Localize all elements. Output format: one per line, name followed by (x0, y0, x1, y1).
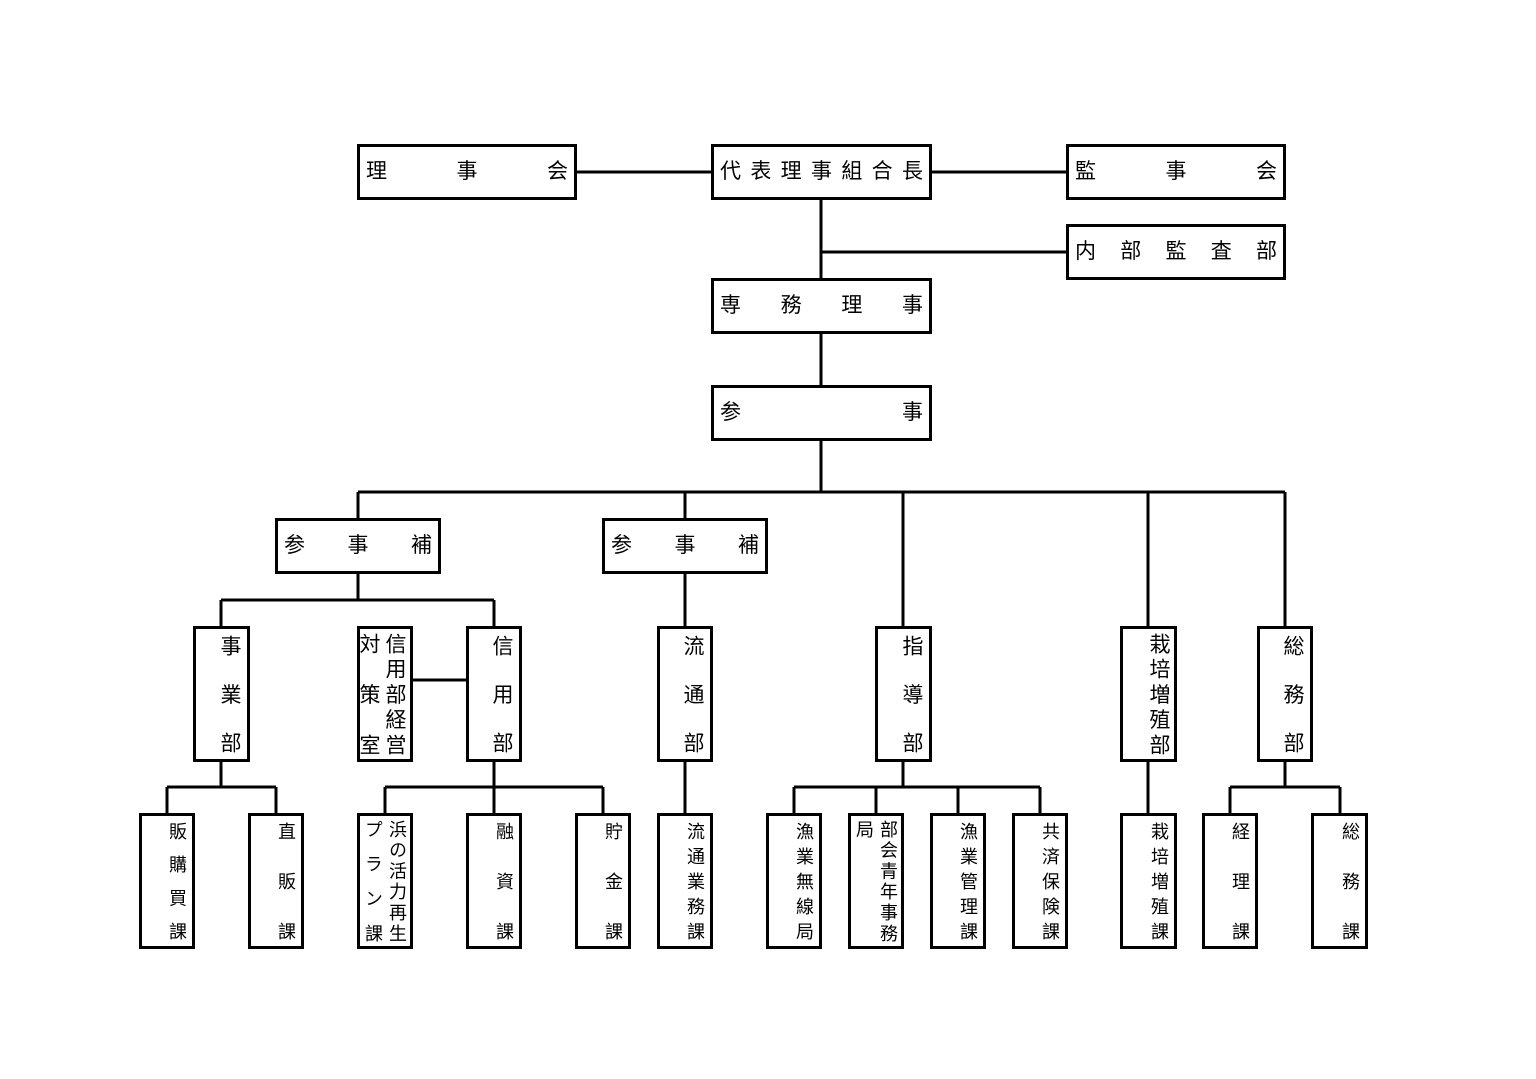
general-affairs-section-box: 総務課 (1311, 813, 1368, 949)
savings-section-box: 貯金課 (575, 813, 631, 949)
auditors-box: 監事会 (1066, 144, 1286, 200)
board-of-directors-box: 理事会 (357, 144, 577, 200)
revitalization-plan-section-box: 浜の活力再生プラン課 (357, 813, 413, 949)
aquaculture-dept-box: 栽培増殖部 (1120, 626, 1177, 762)
business-dept-box: 事業部 (193, 626, 250, 762)
internal-audit-box: 内部監査部 (1066, 224, 1286, 280)
fishery-radio-station-box: 漁業無線局 (766, 813, 822, 949)
assistant-councilor-box: 参事補 (275, 518, 441, 574)
distribution-dept-box: 流通部 (657, 626, 713, 762)
distribution-ops-section-box: 流通業務課 (657, 813, 713, 949)
aquaculture-section-box: 栽培増殖課 (1120, 813, 1177, 949)
direct-sales-section-box: 直販課 (248, 813, 304, 949)
credit-strategy-office-box: 信用部経営対策室 (357, 626, 413, 762)
councilor-box: 参事 (711, 385, 932, 441)
president-box: 代表理事組合長 (711, 144, 932, 200)
fishery-management-section-box: 漁業管理課 (930, 813, 986, 949)
accounting-section-box: 経理課 (1202, 813, 1258, 949)
financing-section-box: 融資課 (466, 813, 522, 949)
managing-director-box: 専務理事 (711, 278, 932, 334)
guidance-dept-box: 指導部 (875, 626, 932, 762)
purchasing-sales-section-box: 販購買課 (139, 813, 195, 949)
assistant-councilor-box: 参事補 (602, 518, 768, 574)
credit-dept-box: 信用部 (466, 626, 522, 762)
youth-office-box: 部会青年事務局 (848, 813, 904, 949)
general-affairs-dept-box: 総務部 (1257, 626, 1313, 762)
mutual-insurance-section-box: 共済保険課 (1012, 813, 1068, 949)
